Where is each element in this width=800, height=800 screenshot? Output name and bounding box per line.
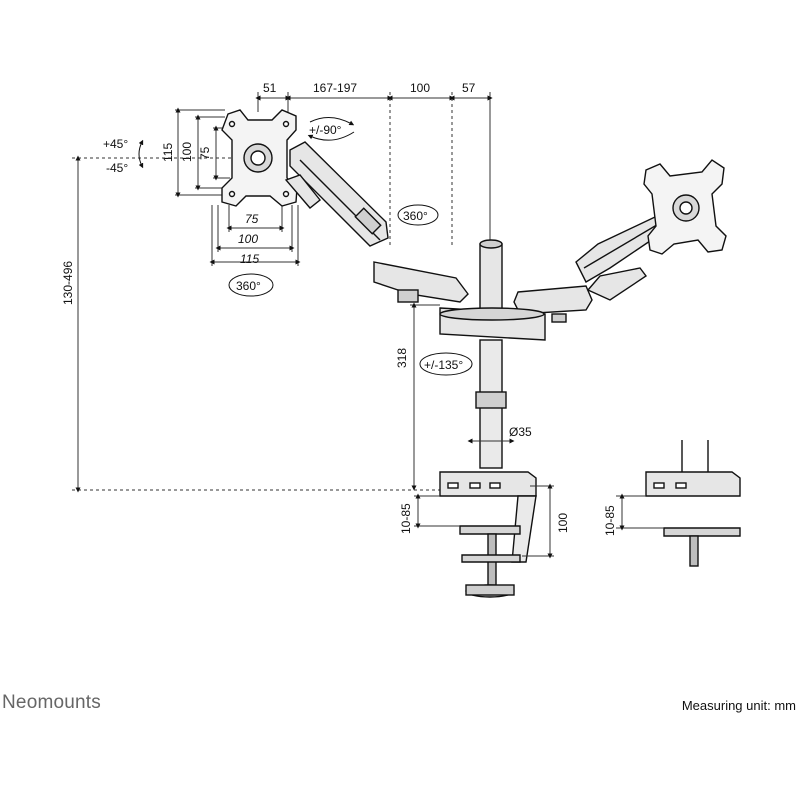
- dim-167-197: 167-197: [313, 81, 357, 95]
- arm-swivel-label: +/-135°: [424, 358, 463, 372]
- tilt-indicator: [138, 139, 144, 169]
- swivel-top-indicator: [397, 204, 439, 226]
- dim-75-v: 75: [198, 146, 212, 160]
- dim-100-h: 100: [238, 232, 258, 246]
- swivel-bottom-indicator: [228, 273, 274, 297]
- total-height-dim: [72, 155, 440, 493]
- dim-total-height: 130-496: [61, 261, 75, 305]
- top-dimensions: [255, 92, 493, 245]
- dim-57: 57: [462, 81, 476, 95]
- dim-clamp-range: 10-85: [399, 503, 413, 534]
- swivel-top-label: 360°: [403, 209, 428, 223]
- dim-grommet-range: 10-85: [603, 505, 617, 536]
- dim-clamp-height: 100: [556, 513, 570, 533]
- arm-swivel-indicator: [419, 352, 473, 376]
- rotate-indicator: [307, 117, 355, 141]
- right-vesa-plate: [643, 159, 727, 255]
- swivel-bottom-label: 360°: [236, 279, 261, 293]
- dim-75-h: 75: [245, 212, 259, 226]
- support-pole: [475, 339, 507, 469]
- brand-logo: Neomounts: [2, 692, 101, 713]
- left-lower-arm: [373, 261, 469, 303]
- tilt-down-label: -45°: [106, 161, 128, 175]
- dim-100-top: 100: [410, 81, 430, 95]
- dim-diameter: Ø35: [509, 425, 532, 439]
- right-lower-arm: [513, 285, 593, 315]
- vesa-vertical-dims: [175, 107, 230, 198]
- dim-115-v: 115: [161, 143, 175, 162]
- dim-51: 51: [263, 81, 277, 95]
- left-vesa-plate: [221, 109, 298, 207]
- dim-100-v: 100: [180, 142, 194, 162]
- dim-115-h: 115: [240, 252, 259, 266]
- desk-clamp: [439, 471, 537, 598]
- measuring-unit: Measuring unit: mm: [681, 698, 796, 713]
- vesa-horizontal-dims: [209, 205, 301, 266]
- clamp-dims: [414, 483, 554, 559]
- dim-318: 318: [395, 348, 409, 368]
- base-hub: [439, 307, 567, 341]
- grommet-dim: [616, 493, 664, 531]
- grommet-mount: [645, 440, 741, 567]
- rotate-label: +/-90°: [309, 123, 342, 137]
- tilt-up-label: +45°: [103, 137, 128, 151]
- left-gas-arm: [284, 141, 389, 247]
- pole-height-dim: [410, 302, 440, 491]
- center-pole-top: [479, 239, 503, 315]
